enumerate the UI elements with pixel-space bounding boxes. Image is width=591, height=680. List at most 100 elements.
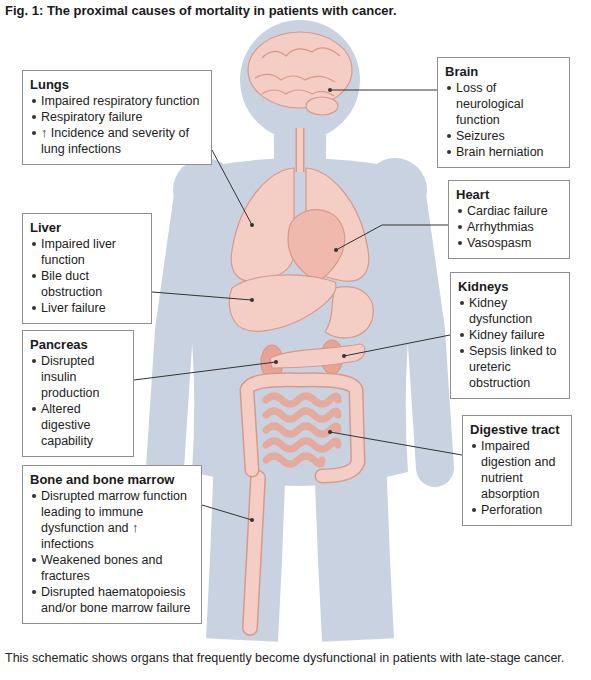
bullet-text: Altered digestive capability bbox=[41, 402, 93, 448]
bullet-dot bbox=[472, 444, 476, 448]
bullet-text: Kidney dysfunction bbox=[469, 296, 532, 326]
organ-box: Bone and bone marrowDisrupted marrow fun… bbox=[22, 465, 202, 624]
organ-heading: Brain bbox=[445, 64, 478, 80]
bullet-text: Liver failure bbox=[41, 301, 106, 315]
trachea-outline bbox=[296, 128, 305, 172]
bullet-text: Disrupted insulin production bbox=[41, 354, 99, 400]
bullet-dot bbox=[32, 558, 36, 562]
bullet-item: Bile duct obstruction bbox=[30, 268, 144, 300]
bullet-text: Kidney failure bbox=[469, 328, 545, 342]
bullet-item: Weakened bones and fractures bbox=[30, 552, 194, 584]
bullet-dot bbox=[32, 274, 36, 278]
leg-silhouette bbox=[350, 455, 358, 640]
bullet-dot bbox=[472, 508, 476, 512]
bullet-dot bbox=[458, 225, 462, 229]
bullet-dot bbox=[447, 150, 451, 154]
organ-box: BrainLoss of neurological functionSeizur… bbox=[437, 57, 570, 168]
liver-organ bbox=[229, 275, 336, 331]
bullet-item: Loss of neurological function bbox=[445, 80, 562, 128]
brain-fold bbox=[262, 90, 334, 96]
trachea bbox=[297, 128, 303, 172]
bullet-item: ↑ Incidence and severity of lung infecti… bbox=[30, 125, 204, 157]
bullet-text: Disrupted haematopoiesis and/or bone mar… bbox=[41, 585, 190, 615]
small-intestine bbox=[266, 426, 338, 434]
bullet-dot bbox=[460, 349, 464, 353]
bullet-item: Perforation bbox=[470, 502, 564, 518]
bullet-text: Cardiac failure bbox=[467, 204, 548, 218]
bullet-dot bbox=[32, 306, 36, 310]
figure-caption: This schematic shows organs that frequen… bbox=[5, 651, 586, 666]
bullet-text: Impaired liver function bbox=[41, 237, 116, 267]
leader-line bbox=[330, 90, 437, 91]
leader-dot bbox=[328, 430, 332, 434]
arm-silhouette bbox=[407, 195, 435, 468]
organ-box: LungsImpaired respiratory functionRespir… bbox=[22, 70, 212, 165]
bullet-item: Respiratory failure bbox=[30, 109, 204, 125]
bullet-text: Respiratory failure bbox=[41, 110, 142, 124]
organ-box: LiverImpaired liver functionBile duct ob… bbox=[22, 213, 152, 324]
brain-fold bbox=[262, 48, 340, 58]
leader-dot bbox=[250, 223, 254, 227]
small-intestine bbox=[266, 411, 338, 419]
organ-box: PancreasDisrupted insulin productionAlte… bbox=[22, 330, 134, 457]
bullet-text: ↑ Incidence and severity of lung infecti… bbox=[41, 126, 189, 156]
bullet-text: Vasospasm bbox=[467, 236, 531, 250]
bullet-text: Bile duct obstruction bbox=[41, 269, 102, 299]
bullet-dot bbox=[32, 359, 36, 363]
bullet-text: Sepsis linked to ureteric obstruction bbox=[469, 344, 557, 390]
bullet-dot bbox=[32, 242, 36, 246]
leader-dot bbox=[250, 298, 254, 302]
organ-heading: Lungs bbox=[30, 77, 69, 93]
bullet-item: Impaired digestion and nutrient absorpti… bbox=[470, 438, 564, 502]
small-intestine bbox=[266, 456, 322, 464]
bullet-item: Seizures bbox=[445, 128, 562, 144]
bullet-item: Impaired liver function bbox=[30, 236, 144, 268]
bullet-item: Brain herniation bbox=[445, 144, 562, 160]
leader-line bbox=[152, 292, 252, 300]
bullet-item: Cardiac failure bbox=[456, 203, 562, 219]
bullet-item: Disrupted insulin production bbox=[30, 353, 126, 401]
bullet-item: Liver failure bbox=[30, 300, 144, 316]
organ-heading: Bone and bone marrow bbox=[30, 472, 174, 488]
bullet-dot bbox=[32, 407, 36, 411]
pancreas-organ bbox=[270, 344, 365, 368]
organ-heading: Pancreas bbox=[30, 337, 88, 353]
bullet-dot bbox=[458, 209, 462, 213]
cerebellum-organ bbox=[306, 97, 338, 115]
bullet-text: Brain herniation bbox=[456, 145, 544, 159]
organ-box: HeartCardiac failureArrhythmiasVasospasm bbox=[448, 180, 570, 259]
bullet-text: Seizures bbox=[456, 129, 505, 143]
bullet-text: Disrupted marrow function leading to imm… bbox=[41, 489, 187, 551]
bullet-dot bbox=[32, 131, 36, 135]
bullet-item: Arrhythmias bbox=[456, 219, 562, 235]
heart-organ bbox=[288, 210, 345, 282]
bullet-item: Disrupted haematopoiesis and/or bone mar… bbox=[30, 584, 194, 616]
organ-heading: Kidneys bbox=[458, 279, 509, 295]
bullet-text: Arrhythmias bbox=[467, 220, 534, 234]
femur-outline bbox=[250, 478, 258, 628]
leader-line bbox=[202, 505, 252, 520]
bullet-dot bbox=[460, 301, 464, 305]
bullet-text: Impaired digestion and nutrient absorpti… bbox=[481, 439, 555, 501]
small-intestine bbox=[266, 396, 338, 404]
bullet-item: Impaired respiratory function bbox=[30, 93, 204, 109]
leader-dot bbox=[328, 88, 332, 92]
bullet-text: Perforation bbox=[481, 503, 542, 517]
large-intestine-outline bbox=[247, 380, 358, 476]
leader-line bbox=[330, 432, 462, 455]
bullet-item: Sepsis linked to ureteric obstruction bbox=[458, 343, 562, 391]
small-intestine bbox=[266, 441, 338, 449]
bullet-item: Disrupted marrow function leading to imm… bbox=[30, 488, 194, 552]
bullet-dot bbox=[32, 115, 36, 119]
large-intestine bbox=[247, 380, 358, 476]
brain-organ bbox=[248, 32, 352, 108]
bullet-dot bbox=[458, 241, 462, 245]
bullet-item: Vasospasm bbox=[456, 235, 562, 251]
lung-organ bbox=[231, 168, 294, 281]
bullet-dot bbox=[460, 333, 464, 337]
organ-box: Digestive tractImpaired digestion and nu… bbox=[462, 415, 572, 526]
leader-line bbox=[212, 150, 252, 225]
bullet-item: Kidney failure bbox=[458, 327, 562, 343]
leader-dot bbox=[342, 354, 346, 358]
